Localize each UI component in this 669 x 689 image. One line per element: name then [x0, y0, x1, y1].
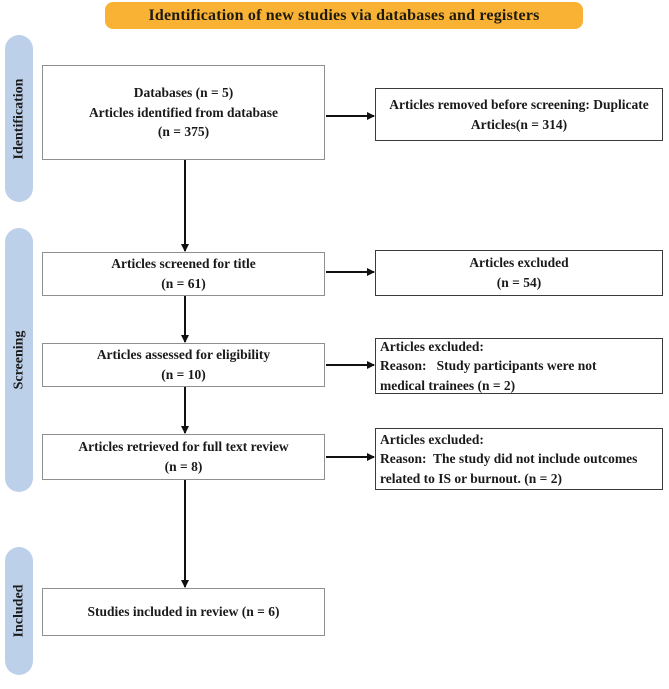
box-studies-included: Studies included in review (n = 6) — [42, 588, 325, 636]
box-articles-excluded-eligibility-line: medical trainees (n = 2) — [380, 377, 516, 393]
box-articles-screened-title-line: (n = 61) — [161, 276, 206, 291]
arrow-retrieved-to-included — [181, 480, 189, 588]
box-studies-included-line: Studies included in review (n = 6) — [87, 604, 280, 620]
box-articles-retrieved-fulltext-line: (n = 8) — [164, 459, 203, 474]
stage-label-identification: Identification — [5, 35, 33, 202]
arrow-screened-to-assessed — [181, 296, 189, 343]
box-articles-removed-duplicates: Articles removed before screening: Dupli… — [375, 88, 663, 141]
arrow-screened-to-excluded — [326, 268, 375, 276]
stage-label-screening: Screening — [5, 228, 33, 492]
stage-label-screening-text: Screening — [11, 330, 27, 390]
arrow-assessed-to-excluded — [326, 361, 375, 369]
box-articles-excluded-fulltext: Articles excluded: Reason: The study did… — [375, 428, 663, 490]
box-articles-assessed-eligibility: Articles assessed for eligibility (n = 1… — [42, 343, 325, 387]
arrow-identified-to-removed — [326, 112, 375, 120]
arrowhead-right-icon — [367, 361, 375, 369]
box-articles-excluded-fulltext-line: related to IS or burnout. (n = 2) — [380, 470, 562, 486]
arrowhead-right-icon — [367, 453, 375, 461]
arrowhead-right-icon — [367, 268, 375, 276]
box-articles-excluded-fulltext-line: Articles excluded: — [380, 431, 484, 447]
box-articles-excluded-title-line: (n = 54) — [496, 275, 542, 290]
box-articles-identified-line: Databases (n = 5) — [133, 85, 234, 101]
stage-label-included-text: Included — [11, 584, 27, 638]
box-articles-screened-title-line: Articles screened for title — [111, 256, 256, 272]
box-articles-excluded-title: Articles excluded (n = 54) — [375, 250, 663, 296]
box-articles-screened-title: Articles screened for title (n = 61) — [42, 252, 325, 296]
box-articles-retrieved-fulltext: Articles retrieved for full text review … — [42, 434, 325, 480]
arrowhead-down-icon — [181, 426, 189, 434]
arrow-retrieved-to-excluded — [326, 453, 375, 461]
arrowhead-down-icon — [181, 335, 189, 343]
box-articles-identified-line: Articles identified from database — [88, 104, 279, 120]
box-articles-retrieved-fulltext-line: Articles retrieved for full text review — [78, 439, 289, 455]
box-articles-excluded-fulltext-line: Reason: The study did not include outcom… — [380, 451, 638, 467]
box-articles-excluded-eligibility: Articles excluded: Reason: Study partici… — [375, 338, 663, 394]
arrow-assessed-to-retrieved — [181, 387, 189, 434]
box-articles-removed-duplicates-line: Articles(n = 314) — [470, 116, 568, 132]
box-articles-removed-duplicates-line: Articles removed before screening: Dupli… — [389, 96, 649, 112]
box-articles-excluded-eligibility-line: Reason: Study participants were not — [380, 358, 597, 374]
box-articles-assessed-eligibility-line: (n = 10) — [161, 367, 206, 382]
arrowhead-down-icon — [181, 580, 189, 588]
box-articles-excluded-title-line: Articles excluded — [469, 255, 569, 271]
arrow-identified-to-screened — [181, 160, 189, 252]
diagram-title: Identification of new studies via databa… — [105, 2, 583, 29]
stage-label-included: Included — [5, 547, 33, 675]
box-articles-identified: Databases (n = 5) Articles identified fr… — [42, 65, 325, 160]
diagram-title-text: Identification of new studies via databa… — [148, 6, 540, 24]
arrowhead-right-icon — [367, 112, 375, 120]
box-articles-assessed-eligibility-line: Articles assessed for eligibility — [96, 347, 271, 363]
arrowhead-down-icon — [181, 244, 189, 252]
stage-label-identification-text: Identification — [11, 78, 27, 159]
box-articles-excluded-eligibility-line: Articles excluded: — [380, 338, 484, 354]
box-articles-identified-line: (n = 375) — [157, 124, 210, 140]
